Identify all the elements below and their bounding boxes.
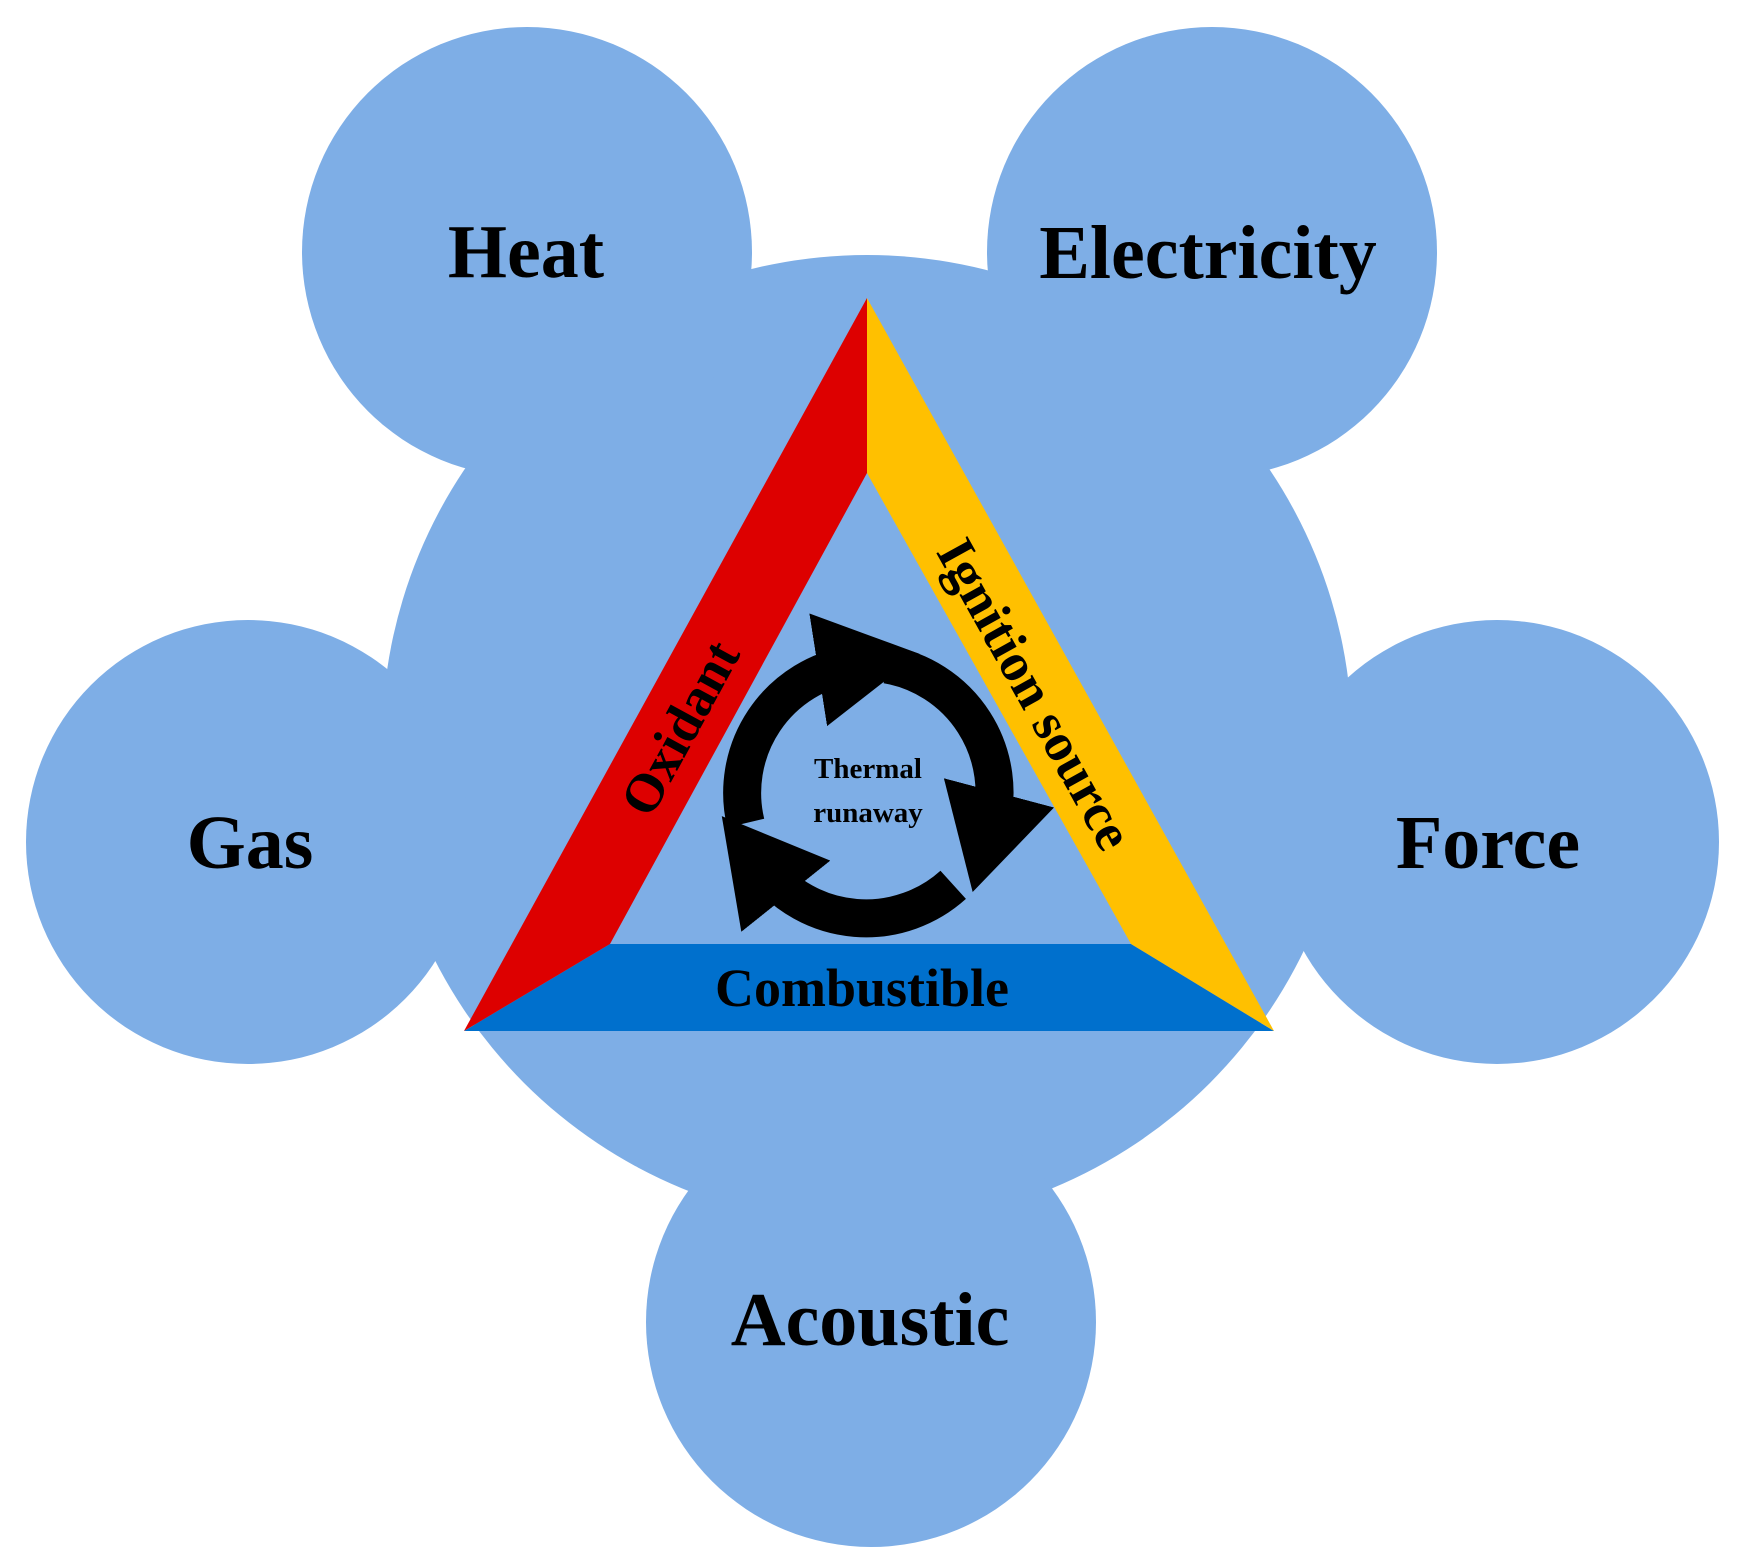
oxidant-bar (464, 298, 867, 1031)
gas-bubble (26, 620, 470, 1064)
cycle-arrow-bottom (721, 816, 966, 938)
acoustic-bubble (646, 1097, 1096, 1547)
force-label: Force (1396, 801, 1580, 885)
cycle-arrows-icon (721, 613, 1055, 938)
combustible-bar (464, 944, 1274, 1031)
acoustic-label: Acoustic (731, 1278, 1010, 1362)
gas-label: Gas (187, 801, 314, 885)
heat-bubble (302, 27, 752, 477)
cycle-arrow-left (723, 613, 920, 828)
electricity-label: Electricity (1039, 211, 1377, 295)
ignition-source-bar (867, 298, 1274, 1031)
combustible-label: Combustible (715, 958, 1009, 1018)
heat-label: Heat (448, 210, 604, 294)
electricity-bubble (987, 27, 1437, 477)
center-label-thermal: Thermal (814, 753, 922, 785)
center-label-runaway: runaway (813, 797, 923, 829)
force-bubble (1275, 620, 1719, 1064)
